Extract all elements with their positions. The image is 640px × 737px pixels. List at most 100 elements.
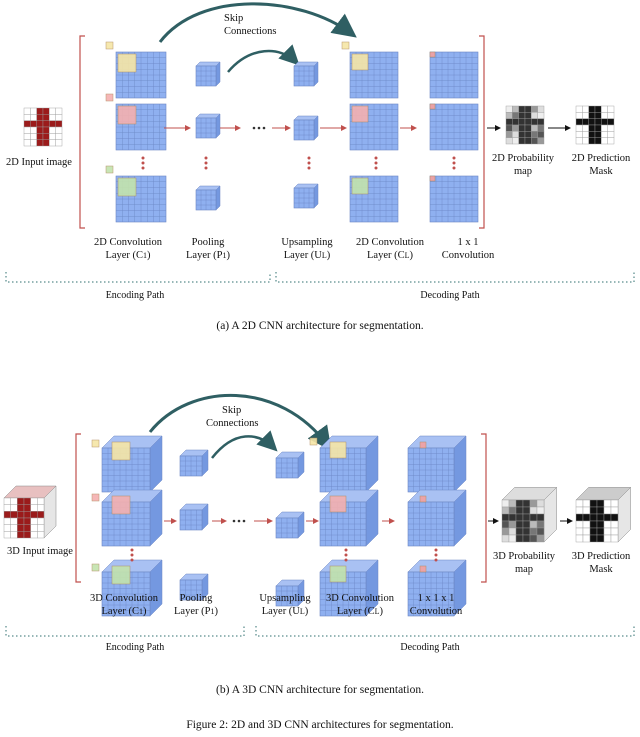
kernel-icon-b [91, 563, 100, 572]
pool-sub-b: 1 [210, 607, 215, 616]
conv2-label-2-b: Layer (C [337, 606, 375, 617]
one-by-one-pixel-a [429, 103, 436, 110]
up-label-1-b: Upsampling [259, 593, 311, 604]
hdots-b [232, 519, 246, 523]
conv2-label-2-a: Layer (C [367, 250, 405, 261]
input-image-a [23, 107, 63, 147]
conv2-label-1-b: 3D Convolution [326, 593, 394, 604]
prob-label-1-a: 2D Probability [491, 153, 555, 164]
vdots-cl-a [374, 156, 378, 170]
conv-label-1-b: 3D Convolution [90, 593, 158, 604]
one-by-one-2-b: Convolution [409, 606, 463, 617]
vdots-1x1-a [452, 156, 456, 170]
one-by-one-voxel-b [419, 495, 427, 503]
prob-label-1-b: 3D Probability [492, 551, 556, 562]
pool-label-2-b: Layer (P [174, 606, 211, 617]
up-cube-mid-b [275, 511, 305, 539]
conv-receptive-patch-a [117, 53, 137, 73]
encoding-brace-b [5, 626, 245, 637]
one-by-one-cube-b [407, 489, 467, 547]
conv-label-2-a: Layer (C [105, 250, 144, 261]
vdots-p1-a [204, 156, 208, 170]
up-cube-bot-b [275, 579, 305, 607]
caption-a: (a) A 2D CNN architecture for segmentati… [216, 320, 424, 332]
skip-label-1-a: Skip [224, 13, 244, 24]
conv-receptive-patch-a [117, 105, 137, 125]
skip-arrow-short-a [227, 44, 300, 73]
pred-label-2-b: Mask [589, 564, 613, 575]
pool-label-2-a: Layer (P [186, 250, 223, 261]
pred-label-1-b: 3D Prediction [571, 551, 631, 562]
pred-mask-b [575, 486, 632, 543]
kernel-icon-a [105, 93, 114, 102]
one-by-one-1-b: 1 x 1 x 1 [417, 593, 455, 604]
one-by-one-pixel-a [429, 51, 436, 58]
prob-label-2-b: map [514, 564, 534, 575]
pool-label-1-a: Pooling [191, 237, 225, 248]
bracket-right-a [479, 35, 485, 229]
skip-label-2-a: Connections [224, 26, 277, 37]
conv-map-cl-a [349, 175, 399, 223]
up-sub-b: L [299, 607, 305, 616]
conv2-label-1-a: 2D Convolution [356, 237, 424, 248]
input-label-a: 2D Input image [6, 157, 72, 168]
decoding-brace-b [255, 626, 635, 637]
up-cube-mid-a [293, 115, 319, 141]
prob-map-a [505, 105, 545, 145]
skip-arrow-long-a [158, 2, 357, 43]
up-sub-a: L [321, 251, 327, 260]
prob-map-b [501, 486, 558, 543]
conv-cl-patch-a [351, 53, 369, 71]
skip-label-2-b: Connections [206, 418, 259, 429]
conv-sub-b: 1 [139, 607, 144, 616]
vdots-1x1-b [434, 548, 438, 562]
up-cube-bot-a [293, 183, 319, 209]
panel-2d [5, 2, 635, 283]
conv-receptive-patch-b [111, 495, 131, 515]
conv-receptive-patch-b [111, 565, 131, 585]
skip-label-1-b: Skip [222, 405, 242, 416]
conv-cube-cl-b [319, 435, 379, 493]
pool-cube-a [195, 185, 221, 211]
figure-caption: Figure 2: 2D and 3D CNN architectures fo… [186, 719, 454, 731]
pool-cube-b [179, 503, 209, 531]
conv-cube-c1-b [101, 559, 163, 617]
conv-cl-patch-a [351, 105, 369, 123]
caption-b: (b) A 3D CNN architecture for segmentati… [216, 684, 424, 696]
conv-receptive-patch-a [117, 177, 137, 197]
bracket-left-a [79, 35, 85, 229]
vdots-cl-b [344, 548, 348, 562]
one-by-one-pixel-a [429, 175, 436, 182]
panel-3d [3, 394, 635, 637]
one-by-one-voxel-b [419, 565, 427, 573]
conv-cl-patch-b [329, 495, 347, 513]
conv2-sub-a: L [404, 251, 410, 260]
input-label-b: 3D Input image [7, 546, 73, 557]
pool-cube-b [179, 449, 209, 477]
pool-cube-a [195, 61, 221, 87]
one-by-one-map-a [429, 103, 479, 151]
encoding-path-label-b: Encoding Path [105, 642, 165, 653]
kernel-icon-a [105, 165, 114, 174]
decoding-path-label-b: Decoding Path [400, 642, 460, 653]
conv-sub-a: 1 [143, 251, 148, 260]
pool-sub-a: 1 [222, 251, 227, 260]
bracket-right-b [481, 433, 487, 583]
hdots-a [252, 126, 266, 130]
pred-mask-a [575, 105, 615, 145]
one-by-one-label-b: 1 x 1 x 1 Convolution [396, 592, 476, 618]
conv-cube-c1-b [101, 435, 163, 493]
conv2-sub-b: L [374, 607, 380, 616]
one-by-one-cube-b [407, 435, 467, 493]
